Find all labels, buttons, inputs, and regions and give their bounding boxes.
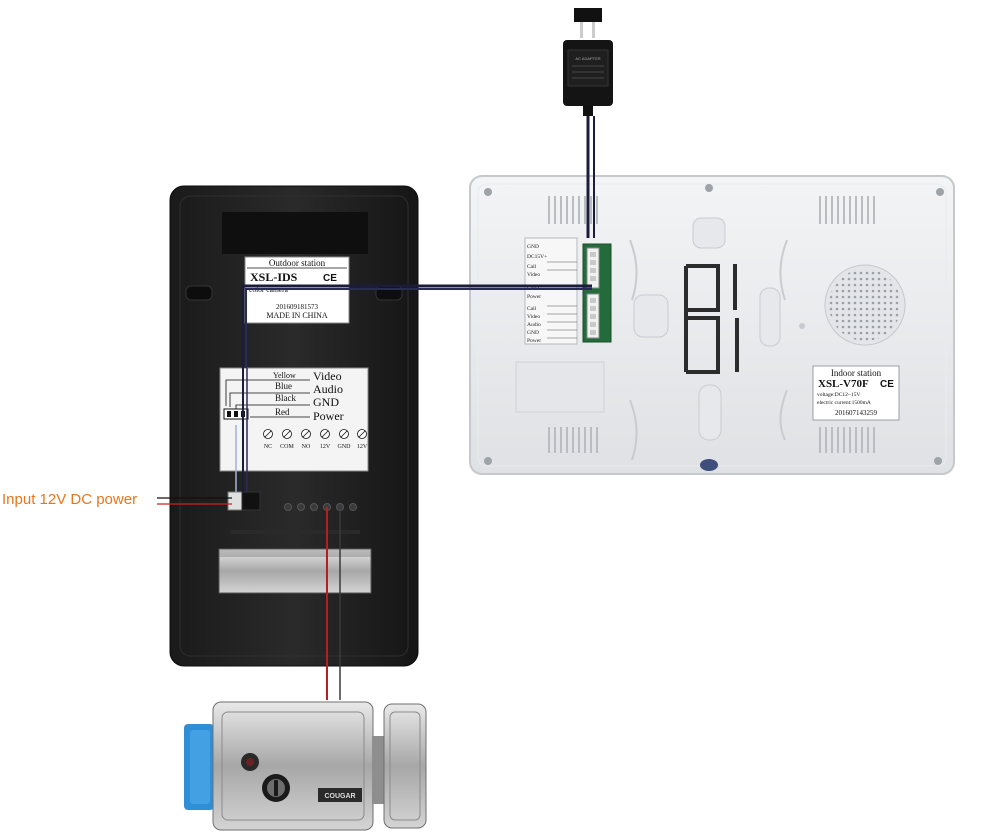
port-label-bottom-7: Power bbox=[527, 338, 541, 344]
wire-signal-video: Video bbox=[313, 369, 342, 383]
electric-lock: COUGAR bbox=[184, 701, 427, 831]
wire-signal-power: Power bbox=[313, 409, 344, 423]
input-power-annotation: Input 12V DC power bbox=[2, 491, 137, 508]
port-label-top-1: GND bbox=[527, 244, 539, 250]
wire-color-yellow: Yellow bbox=[273, 371, 296, 380]
port-label-top-4: Video bbox=[527, 272, 540, 278]
terminal-gnd: GND bbox=[338, 444, 352, 450]
port-label-bottom-4: Video bbox=[527, 314, 540, 320]
outdoor-serial: 201609181573 bbox=[276, 303, 319, 311]
indoor-station-model: XSL-V70F bbox=[818, 378, 869, 390]
terminal-12v-in: 12V bbox=[357, 444, 368, 450]
indoor-ce-mark: CE bbox=[880, 379, 894, 390]
lock-brand: COUGAR bbox=[324, 793, 355, 800]
wire-color-red: Red bbox=[275, 407, 290, 417]
terminal-nc: NC bbox=[264, 444, 272, 450]
port-label-bottom-5: Audio bbox=[527, 322, 541, 328]
wire-color-blue: Blue bbox=[275, 381, 292, 391]
outdoor-power-connector bbox=[227, 491, 243, 511]
indoor-station-label bbox=[812, 365, 900, 421]
wire-color-black: Black bbox=[275, 393, 296, 403]
outdoor-ce-mark: CE bbox=[323, 273, 337, 284]
wire-signal-gnd: GND bbox=[313, 395, 339, 409]
indoor-vent-top-right bbox=[819, 196, 875, 224]
port-label-panel bbox=[524, 237, 578, 345]
outdoor-station: Outdoor station XSL-IDS CE color camera … bbox=[169, 185, 419, 667]
adapter-label: AC ADAPTER bbox=[575, 56, 600, 61]
indoor-vent-bottom-right bbox=[819, 427, 875, 453]
outdoor-origin: MADE IN CHINA bbox=[266, 311, 328, 320]
outdoor-station-header: Outdoor station bbox=[269, 258, 326, 268]
outdoor-nameplate bbox=[218, 548, 372, 594]
indoor-vent-bottom-left bbox=[548, 427, 598, 453]
indoor-vent-top-left bbox=[548, 196, 598, 224]
port-label-top-3: Call bbox=[527, 264, 537, 270]
indoor-serial: 201607143259 bbox=[835, 409, 878, 417]
indoor-station: GND DC15V+ Call Video GND Power Call Vid… bbox=[469, 175, 955, 475]
outdoor-station-model: XSL-IDS bbox=[250, 270, 298, 284]
wire-signal-audio: Audio bbox=[313, 382, 343, 396]
port-label-bottom-3: Call bbox=[527, 306, 537, 312]
indoor-current: electric current:1500mA bbox=[817, 400, 871, 406]
terminal-12v-out: 12V bbox=[320, 444, 331, 450]
lock-brand-plate bbox=[318, 788, 362, 802]
wires bbox=[157, 116, 595, 700]
terminal-no: NO bbox=[302, 444, 311, 450]
indoor-voltage: voltage:DC12~15V bbox=[817, 392, 860, 398]
port-label-bottom-6: GND bbox=[527, 330, 539, 336]
port-label-bottom-2: Power bbox=[527, 294, 541, 300]
port-label-top-2: DC15V+ bbox=[527, 254, 547, 260]
indoor-station-header: Indoor station bbox=[831, 368, 882, 378]
ac-adapter: AC ADAPTER bbox=[563, 8, 613, 116]
terminal-com: COM bbox=[280, 444, 294, 450]
